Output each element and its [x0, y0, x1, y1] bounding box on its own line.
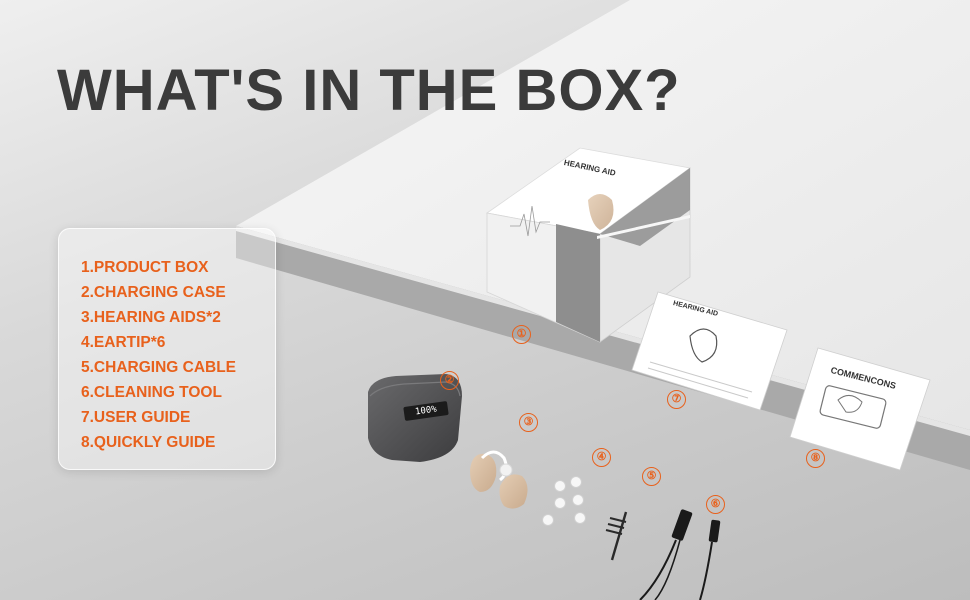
marker-5: ⑤: [642, 467, 661, 486]
product-box: [485, 147, 691, 343]
list-item: 8.QUICKLY GUIDE: [81, 434, 216, 451]
marker-8: ⑧: [806, 449, 825, 468]
marker-7: ⑦: [667, 390, 686, 409]
page-title: WHAT'S IN THE BOX?: [57, 58, 681, 123]
list-item: 6.CLEANING TOOL: [81, 384, 222, 401]
contents-list: 1.PRODUCT BOX 2.CHARGING CASE 3.HEARING …: [81, 255, 236, 455]
list-item: 1.PRODUCT BOX: [81, 259, 209, 276]
charging-case: [368, 374, 462, 462]
user-guide: [631, 291, 788, 411]
marker-3: ③: [519, 413, 538, 432]
charging-cable: [639, 509, 721, 600]
cleaning-tool: [605, 511, 628, 561]
list-item: 4.EARTIP*6: [81, 334, 166, 351]
quick-guide: [789, 347, 931, 471]
ear-tips: [542, 476, 586, 526]
list-item: 7.USER GUIDE: [81, 409, 191, 426]
marker-6: ⑥: [706, 495, 725, 514]
list-item: 2.CHARGING CASE: [81, 284, 226, 301]
contents-panel: 1.PRODUCT BOX 2.CHARGING CASE 3.HEARING …: [58, 228, 276, 470]
marker-1: ①: [512, 325, 531, 344]
list-item: 5.CHARGING CABLE: [81, 359, 237, 376]
list-item: 3.HEARING AIDS*2: [81, 309, 221, 326]
marker-4: ④: [592, 448, 611, 467]
marker-2: ②: [440, 371, 459, 390]
hearing-aids: [470, 450, 528, 509]
